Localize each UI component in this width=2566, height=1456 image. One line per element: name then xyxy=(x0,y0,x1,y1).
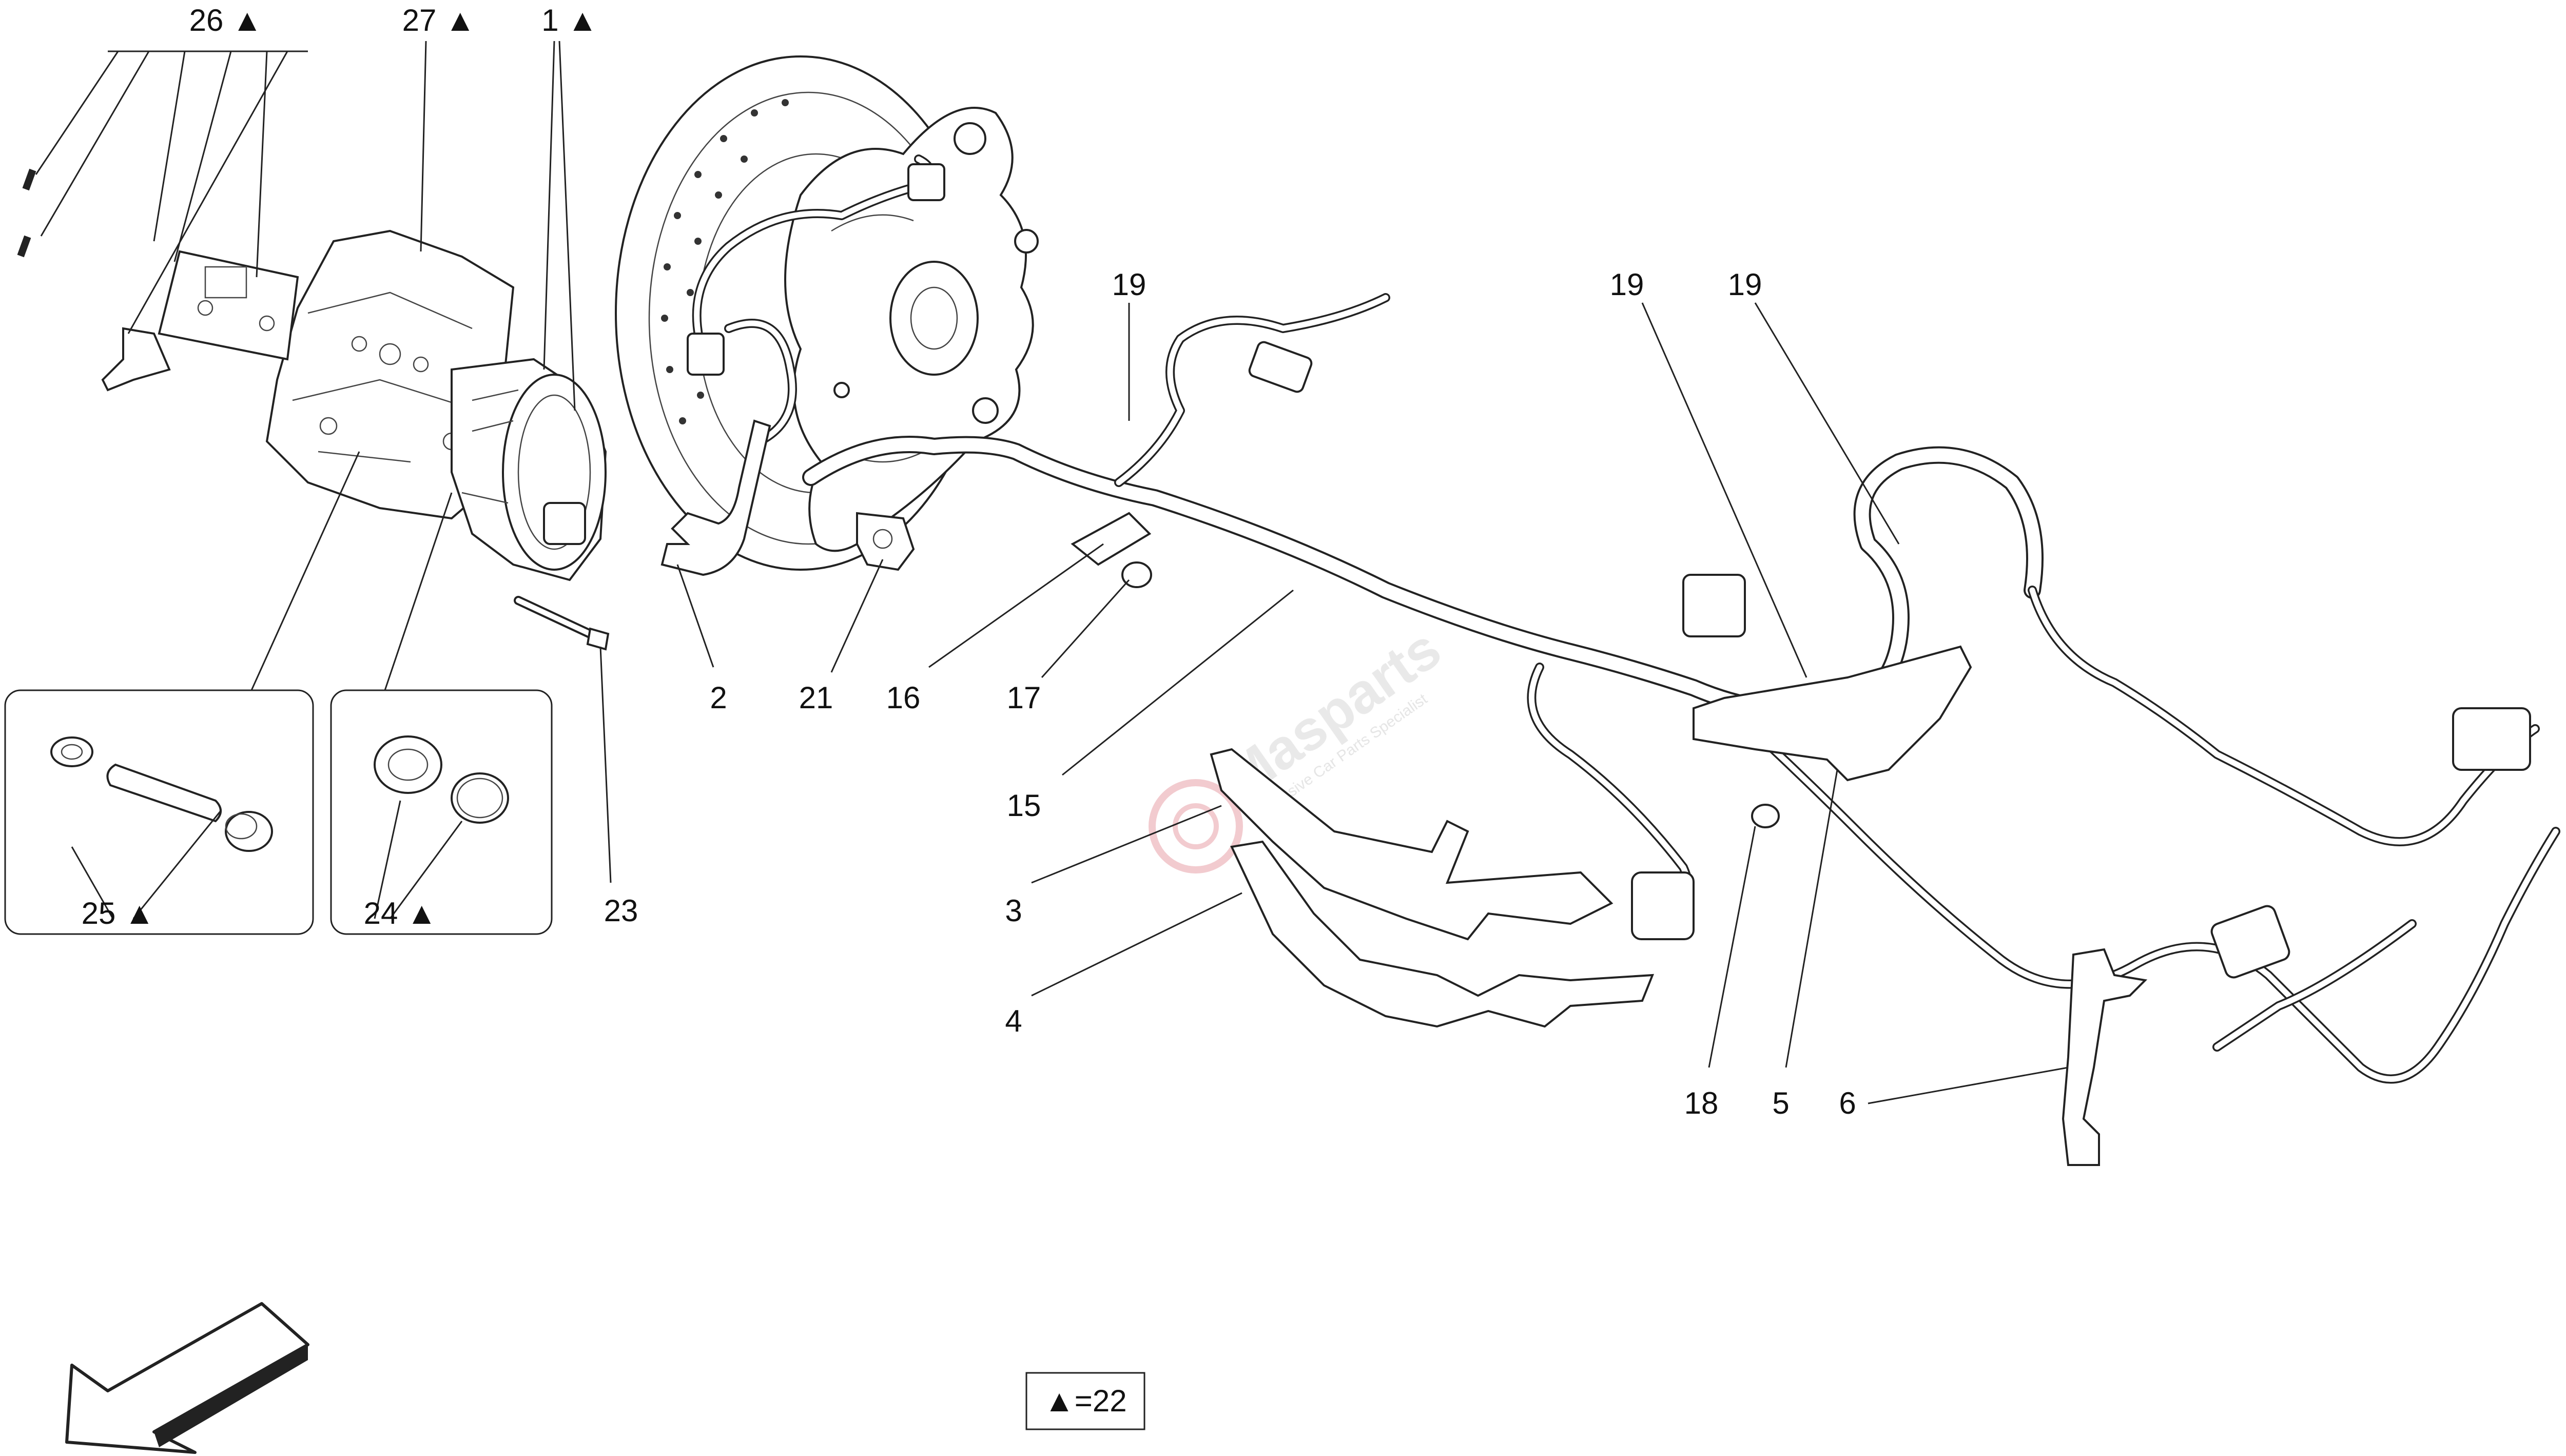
wheel-speed-sensor-wiring xyxy=(687,154,945,446)
bolt-23 xyxy=(514,596,610,651)
kit-box-24 xyxy=(330,689,553,935)
bracket-3 xyxy=(1210,748,1614,941)
bracket-2 xyxy=(660,419,771,576)
bracket-5 xyxy=(1693,645,1972,782)
callout-23: 23 xyxy=(604,894,638,928)
callout-27: 27 ▲ xyxy=(402,3,476,37)
callout-19-middle: 19 xyxy=(1610,267,1644,302)
callout-15: 15 xyxy=(1007,788,1041,823)
callout-19-right: 19 xyxy=(1728,267,1762,302)
leader-lines xyxy=(35,41,2069,1104)
bracket-6 xyxy=(2062,948,2148,1166)
sensor-21 xyxy=(856,512,915,571)
callout-21: 21 xyxy=(799,681,833,715)
callout-2: 2 xyxy=(710,681,727,715)
callout-17: 17 xyxy=(1007,681,1041,715)
legend-text: ▲=22 xyxy=(1044,1384,1126,1418)
nut-18 xyxy=(1751,804,1780,828)
legend-box: ▲=22 xyxy=(1025,1372,1145,1430)
brake-hose-15 xyxy=(802,436,2044,720)
caliper-motor-1 xyxy=(451,358,607,581)
kit-box-25 xyxy=(4,689,314,935)
callout-5: 5 xyxy=(1772,1086,1789,1120)
callout-24: 24 ▲ xyxy=(364,896,437,930)
callout-6: 6 xyxy=(1839,1086,1856,1120)
callout-16: 16 xyxy=(886,681,921,715)
pad-pins-26 xyxy=(17,168,299,392)
callout-labels: 26 ▲ 27 ▲ 1 ▲ 19 19 19 2 21 16 17 15 3 4… xyxy=(82,3,1856,1120)
callout-25: 25 ▲ xyxy=(82,896,155,930)
callout-19-left: 19 xyxy=(1112,267,1146,302)
nut-17 xyxy=(1121,561,1152,588)
callout-26: 26 ▲ xyxy=(189,3,263,37)
callout-1: 1 ▲ xyxy=(541,3,597,37)
harness-connectors xyxy=(1248,341,2531,979)
callout-3: 3 xyxy=(1005,894,1022,928)
callout-4: 4 xyxy=(1005,1004,1022,1038)
arrow-down-left-icon xyxy=(65,1302,309,1454)
callout-18: 18 xyxy=(1684,1086,1719,1120)
heat-shield-4 xyxy=(1230,840,1655,1028)
